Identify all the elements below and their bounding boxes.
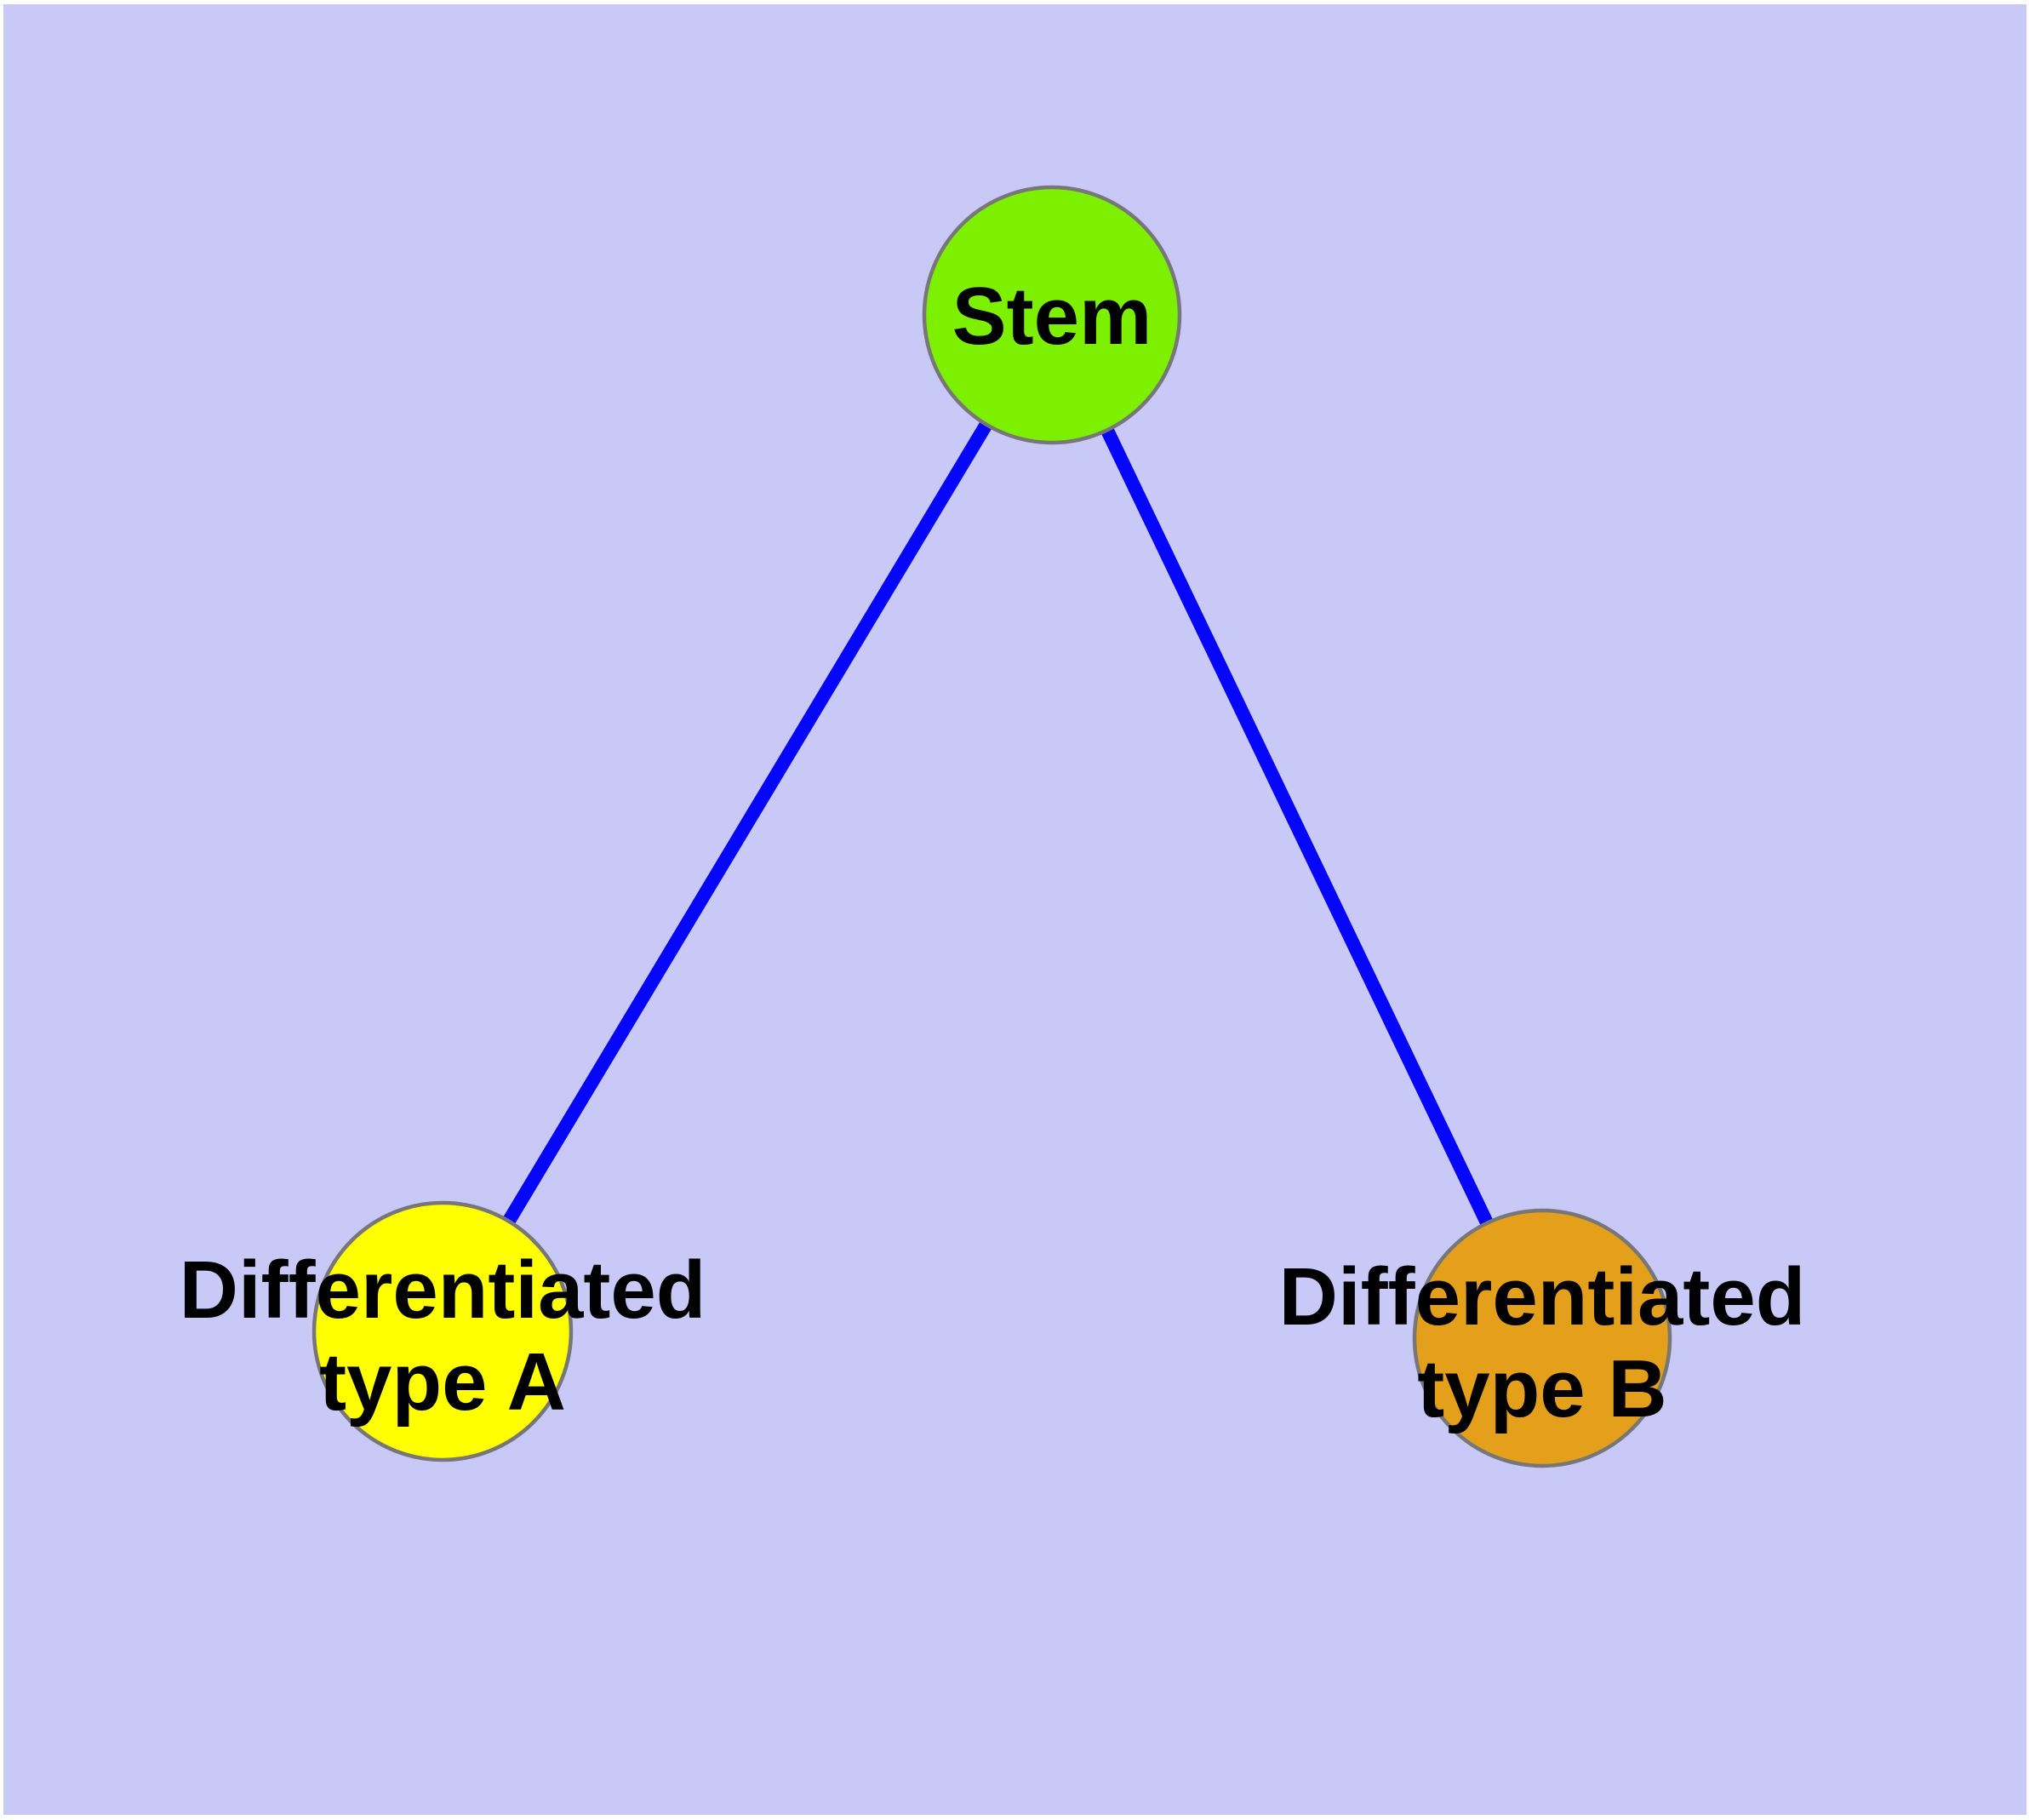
stem-node-circle bbox=[922, 185, 1182, 445]
type-b-node-circle bbox=[1412, 1208, 1672, 1468]
edge-group bbox=[437, 311, 1549, 1342]
edge-stem-to-type-b bbox=[1045, 312, 1549, 1342]
stem-node-label: Stem bbox=[952, 271, 1152, 362]
type-a-node-label-line2: type A bbox=[319, 1336, 566, 1428]
node-stem: Stem bbox=[922, 185, 1182, 445]
type-b-node-label-line2: type B bbox=[1417, 1343, 1666, 1434]
type-a-node-circle bbox=[311, 1200, 574, 1462]
node-differentiated-type-a: Differentiated type A bbox=[180, 1200, 706, 1462]
edge-stem-to-type-a bbox=[437, 311, 1058, 1336]
node-differentiated-type-b: Differentiated type B bbox=[1279, 1208, 1806, 1468]
type-b-node-label-line1: Differentiated bbox=[1279, 1251, 1806, 1342]
type-a-node-label-line1: Differentiated bbox=[180, 1245, 706, 1336]
